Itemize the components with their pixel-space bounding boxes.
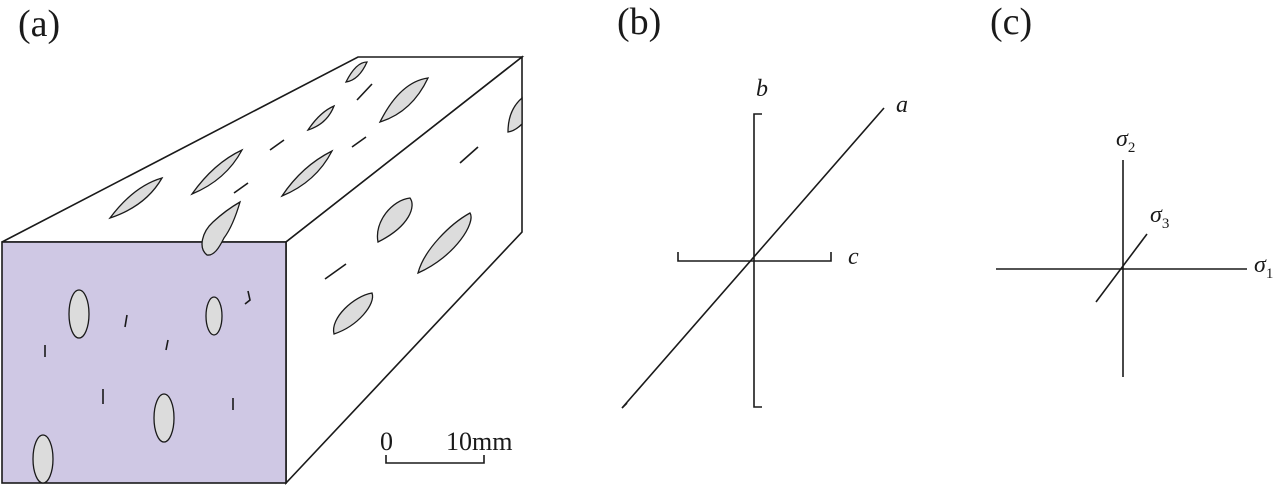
foliation-dash: [124, 314, 128, 328]
sigma2-subscript: 2: [1128, 140, 1136, 156]
foliation-dash: [356, 83, 373, 101]
clast: [205, 296, 223, 336]
foliation-dash: [459, 146, 479, 164]
foliation-dash: [233, 182, 249, 194]
sigma3-symbol: σ: [1150, 202, 1163, 228]
panel-a-label: (a): [18, 3, 60, 45]
panel-c: (c) σ2 σ3 σ1: [990, 1, 1273, 377]
clast: [378, 77, 430, 124]
clast: [32, 434, 54, 484]
scale-bar: 0 10mm: [380, 427, 512, 464]
top-face-dashes: [233, 83, 479, 194]
panel-b: (b) b c a: [617, 1, 908, 409]
foliation-dash: [324, 263, 347, 280]
clast: [376, 197, 413, 243]
clast: [153, 393, 175, 443]
clast: [280, 149, 334, 198]
sigma2-label: σ2: [1116, 126, 1135, 156]
clast: [68, 289, 90, 339]
right-face-clasts: [324, 96, 523, 335]
panel-a: (a): [1, 3, 525, 485]
top-face-clasts: [108, 61, 430, 256]
foliation-dash: [269, 139, 285, 151]
c-axis-line: [677, 252, 832, 262]
clast: [190, 148, 244, 196]
clast: [507, 96, 523, 133]
a-axis-line: [621, 107, 885, 409]
scale-bar-start-label: 0: [380, 427, 393, 456]
clast: [201, 200, 242, 256]
panel-c-label: (c): [990, 1, 1032, 43]
foliation-dash: [165, 339, 169, 351]
clast: [306, 104, 336, 132]
sigma3-label: σ3: [1150, 202, 1169, 232]
scale-bar-end-label: 10mm: [446, 427, 512, 456]
clast: [108, 176, 164, 220]
clast: [333, 292, 374, 335]
front-face-clasts: [32, 289, 251, 484]
sigma3-axis-line: [1095, 233, 1148, 303]
sigma3-subscript: 3: [1162, 216, 1170, 232]
sigma1-label: σ1: [1254, 252, 1273, 282]
scale-bar-line: [385, 455, 485, 464]
sigma2-symbol: σ: [1116, 126, 1129, 152]
c-axis-label: c: [848, 244, 859, 270]
clast: [417, 212, 472, 275]
sigma1-symbol: σ: [1254, 252, 1267, 278]
b-axis-label: b: [756, 76, 768, 102]
sigma1-subscript: 1: [1266, 266, 1274, 282]
panel-b-label: (b): [617, 1, 661, 43]
a-axis-label: a: [896, 92, 908, 118]
foliation-dash: [351, 136, 367, 148]
foliation-dash: [244, 290, 251, 305]
clast: [344, 61, 369, 83]
